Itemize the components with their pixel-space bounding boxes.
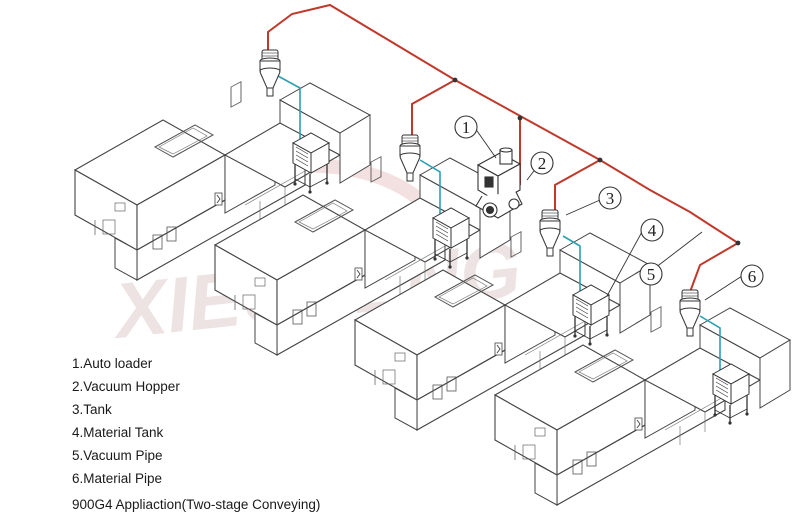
callout-4: 4 <box>640 218 664 242</box>
vacuum-pipe-network <box>267 3 739 293</box>
component-legend: 1.Auto loader 2.Vacuum Hopper 3.Tank 4.M… <box>72 352 180 490</box>
callout-2: 2 <box>530 151 554 175</box>
callout-leaders <box>474 127 743 301</box>
vacuum-hopper-4 <box>679 289 701 337</box>
callout-number-1: 1 <box>462 118 471 137</box>
vacuum-hopper-1 <box>259 49 281 97</box>
pipe-junctions <box>452 77 741 246</box>
legend-item-auto-loader: 1.Auto loader <box>72 356 153 371</box>
callout-number-6: 6 <box>748 267 757 286</box>
material-tank-4 <box>712 363 750 426</box>
callout-3: 3 <box>598 186 622 210</box>
legend-item-tank: 3.Tank <box>72 402 112 417</box>
callout-5: 5 <box>639 262 663 286</box>
legend-item-vacuum-pipe: 5.Vacuum Pipe <box>72 448 163 463</box>
legend-item-material-tank: 4.Material Tank <box>72 425 164 440</box>
callout-6: 6 <box>740 264 764 288</box>
auto-loader <box>475 147 523 219</box>
legend-item-vacuum-hopper: 2.Vacuum Hopper <box>72 379 180 394</box>
vacuum-hopper-2 <box>399 134 421 182</box>
callout-number-2: 2 <box>538 154 547 173</box>
callout-1: 1 <box>454 115 478 139</box>
callout-number-4: 4 <box>648 221 657 240</box>
vacuum-hopper-3 <box>539 209 561 257</box>
diagram-caption: 900G4 Appliaction(Two-stage Conveying) <box>72 497 321 512</box>
callout-number-3: 3 <box>606 189 615 208</box>
legend-item-material-pipe: 6.Material Pipe <box>72 471 163 486</box>
callout-number-5: 5 <box>647 265 656 284</box>
